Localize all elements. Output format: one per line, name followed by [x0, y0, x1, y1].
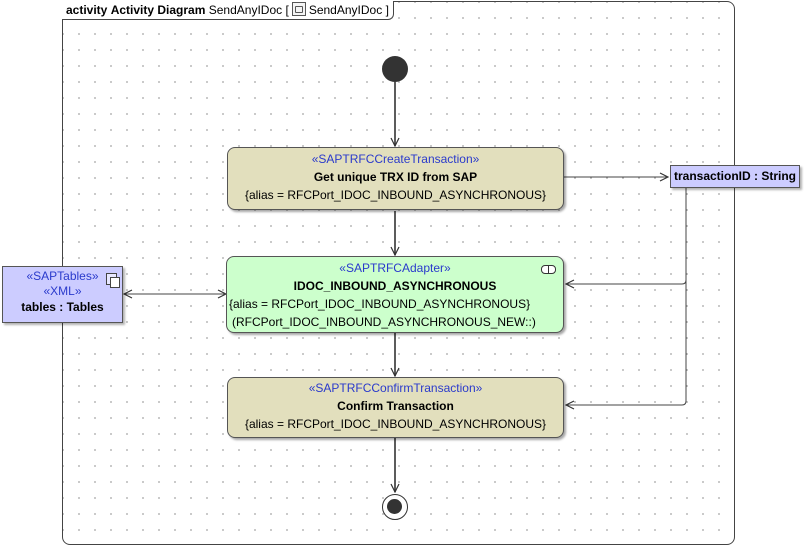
action-stereotype: «SAPTRFCCreateTransaction»: [311, 152, 480, 166]
activity-final-node[interactable]: [382, 494, 408, 520]
object-stereotype: «XML»: [43, 284, 82, 298]
action-name: IDOC_INBOUND_ASYNCHRONOUS: [293, 279, 497, 293]
action-name: Get unique TRX ID from SAP: [313, 170, 478, 184]
action-name: Confirm Transaction: [337, 399, 454, 413]
object-label: tables : Tables: [21, 300, 104, 314]
action-property: {alias = RFCPort_IDOC_INBOUND_ASYNCHRONO…: [229, 297, 531, 311]
frame-header: activity Activity Diagram SendAnyIDoc [S…: [62, 1, 394, 20]
flow-transaction-to-confirm: [566, 280, 687, 405]
copy-icon: [106, 273, 120, 288]
frame-name: SendAnyIDoc: [208, 3, 283, 17]
action-stereotype: «SAPTRFCAdapter»: [339, 261, 451, 275]
object-stereotype: «SAPTables»: [26, 269, 99, 283]
action-idoc-inbound[interactable]: «SAPTRFCAdapter» IDOC_INBOUND_ASYNCHRONO…: [226, 256, 564, 333]
activity-icon: [291, 2, 306, 16]
flow-transaction-to-adapter: [566, 187, 687, 284]
object-label: transactionID : String: [673, 169, 796, 183]
action-confirm-transaction[interactable]: «SAPTRFCConfirmTransaction» Confirm Tran…: [227, 377, 564, 438]
toggle-icon: [541, 265, 556, 274]
frame-bracket-open: [: [285, 3, 289, 17]
object-tables[interactable]: «SAPTables» «XML» tables : Tables: [2, 266, 123, 323]
action-stereotype: «SAPTRFCConfirmTransaction»: [308, 381, 483, 395]
initial-node[interactable]: [382, 56, 408, 82]
action-create-transaction[interactable]: «SAPTRFCCreateTransaction» Get unique TR…: [227, 147, 564, 210]
frame-ref-name: SendAnyIDoc: [308, 3, 383, 17]
frame-bracket-close: ]: [385, 3, 389, 17]
action-property: {alias = RFCPort_IDOC_INBOUND_ASYNCHRONO…: [244, 188, 547, 202]
frame-kind: Activity Diagram: [110, 3, 206, 17]
object-transaction-id[interactable]: transactionID : String: [670, 165, 800, 188]
frame-keyword: activity: [66, 3, 108, 17]
action-property: (RFCPort_IDOC_INBOUND_ASYNCHRONOUS_NEW::…: [232, 315, 536, 329]
action-property: {alias = RFCPort_IDOC_INBOUND_ASYNCHRONO…: [244, 417, 547, 431]
